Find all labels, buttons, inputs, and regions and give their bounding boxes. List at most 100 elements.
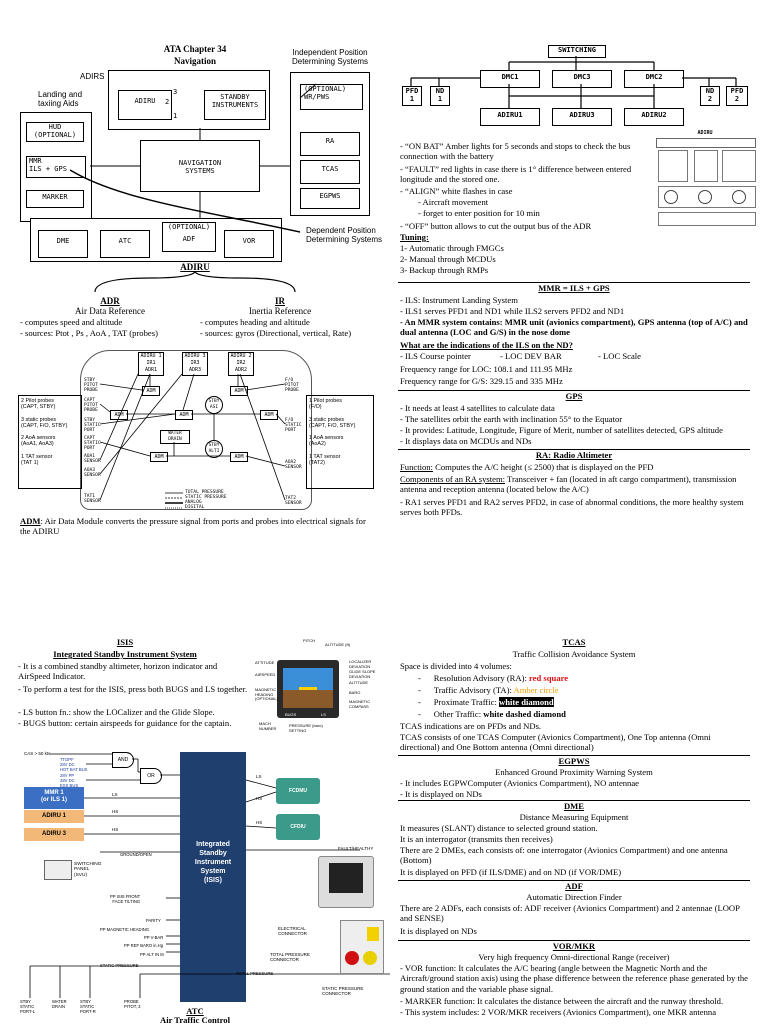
tcas-ra-label: Resolution Advisory (RA): [433,673,530,683]
hot-bat-label: TTOPF 28V DC HOT BAT BUS [60,757,88,772]
ra-box: RA [300,132,360,156]
gps-line3: - It provides: Latitude, Longitude, Figu… [400,425,723,435]
right-legend: 1 Pilot probes (F/O) 3 static probes (CA… [309,398,356,467]
panel-right-block [722,150,756,182]
dme-subtitle: Distance Measuring Equipment [519,812,629,822]
adf-line1: There are 2 ADFs, each consists of: ADF … [400,903,740,924]
onbat-line4: - Aircraft movement [418,197,489,207]
switching-box: SWITCHING [548,45,606,58]
panel-left-block [658,150,688,182]
ra-title: RA: Radio Altimeter [535,450,613,460]
ils-indication-2: - LOC DEV BAR [500,351,562,361]
panel-mid-block [694,150,718,182]
stby-static-port: STBY STATIC PORT [84,418,101,434]
panel-knob-2[interactable] [698,190,712,204]
aircraft-outline [80,350,312,510]
isis-heading-label: MAGNETIC HEADING (OPTIONAL) [255,687,278,701]
ra-function-text: Computes the A/C height (≤ 2500) that is… [432,462,654,472]
tcas-other: - Other Traffic: white dashed diamond [418,709,566,719]
adr-line2: - sources: Ptot , Ps , AoA , TAT (probes… [20,328,158,338]
pfd2-box: PFD 2 [726,86,748,106]
fo-static-port: F/O STATIC PORT [285,418,302,434]
adr-line1: - computes speed and altitude [20,317,123,327]
isis-baro-label: BARO [349,690,361,695]
adiru-box-label: ADIRU [134,97,156,105]
ra-components-text: Transceiver + fan (located in aft cargo … [400,474,737,495]
dme-title: DME [563,801,585,811]
adm-note-label: ADM [20,516,41,526]
dme-box: DME [38,230,88,258]
fo-pitot-probe: F/O PITOT PROBE [285,378,299,394]
adf-optional: (OPTIONAL) [167,223,211,231]
adiru-panel: ADIRU [650,130,760,230]
wrpws-optional: (OPTIONAL) [304,85,347,93]
isis-bugs-button[interactable]: BUGS [285,712,297,717]
right-legend-box [306,395,374,489]
tcas-other-value: white dashed diamond [483,709,566,719]
water-drain-label: WATER DRAIN [52,999,67,1009]
vor-box: VOR [224,230,274,258]
divider-dme [398,800,750,801]
egpws-box: EGPWS [300,188,360,209]
adr-subtitle: Air Data Reference [75,306,145,316]
adr-title: ADR [100,296,120,306]
ra-components-label: Components of an RA system: [400,474,506,484]
adf-subtitle: Automatic Direction Finder [526,892,622,902]
vor-line2: - MARKER function: It calculates the dis… [400,996,724,1006]
gps-title: GPS [565,391,583,401]
isis-pitch-label: PITCH [303,638,315,643]
cfdiu-block: CFDIU [276,814,320,840]
or-gate: OR [140,768,162,784]
adiru-box: ADIRU [118,90,172,120]
stby-port-l-label: STBY STATIC PORT-L [20,999,36,1014]
panel-knob-3[interactable] [732,190,746,204]
ra-components: Components of an RA system: Transceiver … [400,474,750,495]
pitot-lines [99,373,286,509]
ils-indication-3: - LOC Scale [598,351,641,361]
aoa2-sensor: AOA2 SENSOR [285,460,302,471]
adiru-count-2: 2 [165,98,170,106]
tcas-ta-label: Traffic Advisory (TA): [433,685,514,695]
capt-static-port: CAPT STATIC PORT [84,436,101,452]
panel-knob-1[interactable] [664,190,678,204]
ra-line3: - RA1 serves PFD1 and RA2 serves PFD2, i… [400,497,744,518]
egpws-line2: - It is displayed on NDs [400,789,482,799]
adm-3: ADM [230,386,248,396]
adiru3-unit-label: ADIRU 3 [184,353,206,359]
freq-loc: Frequency range for LOC: 108.1 and 111.9… [400,364,573,374]
isis-ls-button[interactable]: LS [321,712,326,717]
tuning-3: 3- Backup through RMPs [400,265,489,275]
static-connector-dot [363,951,377,965]
navigation-systems-box: NAVIGATION SYSTEMS [140,140,260,192]
atc-subtitle: Air Traffic Control [159,1015,230,1025]
isis-glide-label: GLIDE SLOPE DEVIATION [349,669,376,679]
gps-line1: - It needs at least 4 satellites to calc… [400,403,555,413]
ir-title: IR [274,296,285,306]
stby-pitot-probe: STBY PITOT PROBE [84,378,98,394]
tcas-proximate-value: white diamond [499,697,554,707]
total-connector-dot [345,951,359,965]
isis-unit-picture [318,856,374,908]
hs-line-label-4: HS [256,820,263,825]
adm-4: ADM [110,410,128,420]
adiru2-unit-label: ADIRU 2 [230,353,252,359]
independent-label: Independent Position Determining Systems [291,48,369,66]
tcas-ra-value: red square [529,673,569,683]
adr1-label: ADR1 [144,367,158,373]
adf-title: ADF [565,881,583,891]
mmr-line1: - ILS: Instrument Landing System [400,295,518,305]
adiru-title: ADIRU [180,262,210,272]
adiru3-isis-block: ADIRU 3 [24,828,84,841]
onbat-line1: - “ON BAT” Amber lights for 5 seconds an… [400,141,631,162]
mmr-title: MMR = ILS + GPS [538,283,610,293]
adf-label: ADF [182,235,196,243]
adm-6: ADM [150,452,168,462]
landing-label: Landing and taxiing Aids [38,90,83,108]
cas-label: CAS > 50 kts [24,751,51,756]
ra-function: Function: Computes the A/C height (≤ 250… [400,462,750,472]
isis-compass-label: MAGNETIC COMPASS [349,699,371,709]
fcdmu-block: FCDMU [276,778,320,804]
adm-note-text: : Air Data Module converts the pressure … [20,516,366,537]
